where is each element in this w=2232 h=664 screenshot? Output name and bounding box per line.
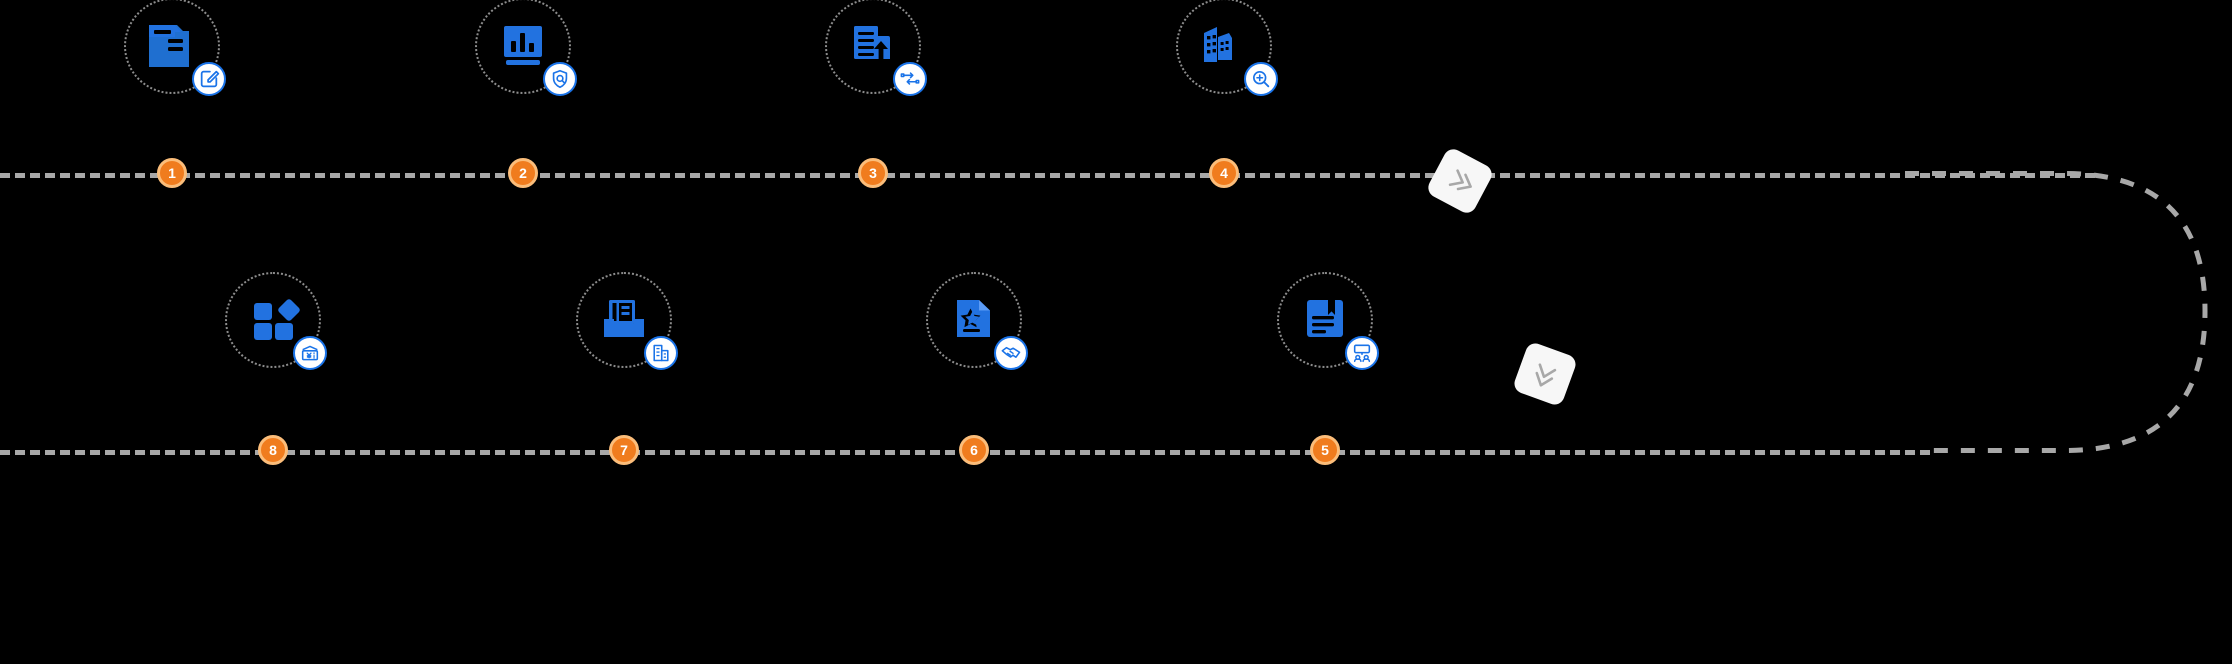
step-marker-1[interactable]: 1 xyxy=(157,158,187,188)
step-node-1[interactable] xyxy=(124,0,226,96)
folder-document-icon xyxy=(141,15,203,77)
document-upload-icon xyxy=(842,15,904,77)
step-node-6[interactable] xyxy=(926,272,1028,370)
timeline-rail-curve xyxy=(1905,171,2208,453)
node-dotted-ring xyxy=(475,0,571,94)
step-node-5[interactable] xyxy=(1277,272,1379,370)
step-marker-6[interactable]: 6 xyxy=(959,435,989,465)
node-dotted-ring xyxy=(1176,0,1272,94)
double-chevron-right-icon xyxy=(1440,161,1481,202)
bookmarked-contract-icon xyxy=(1294,289,1356,351)
magnifier-plus-icon[interactable] xyxy=(1244,62,1278,96)
direction-marker-return xyxy=(1511,340,1579,408)
node-dotted-ring xyxy=(576,272,672,368)
modules-grid-diamond-icon xyxy=(242,289,304,351)
office-building-icon[interactable] xyxy=(644,336,678,370)
bar-chart-report-icon xyxy=(492,15,554,77)
step-node-4[interactable] xyxy=(1176,0,1278,96)
star-certificate-icon xyxy=(943,289,1005,351)
step-node-8[interactable] xyxy=(225,272,327,370)
city-buildings-icon xyxy=(1193,15,1255,77)
timeline-rail-top xyxy=(0,173,2095,178)
step-marker-2[interactable]: 2 xyxy=(508,158,538,188)
exchange-arrows-icon[interactable] xyxy=(893,62,927,96)
step-marker-8[interactable]: 8 xyxy=(258,435,288,465)
node-dotted-ring xyxy=(124,0,220,94)
node-dotted-ring xyxy=(225,272,321,368)
node-dotted-ring xyxy=(825,0,921,94)
node-dotted-ring xyxy=(926,272,1022,368)
node-dotted-ring xyxy=(1277,272,1373,368)
edit-pencil-square-icon[interactable] xyxy=(192,62,226,96)
step-marker-5[interactable]: 5 xyxy=(1310,435,1340,465)
handshake-icon[interactable] xyxy=(994,336,1028,370)
yen-banknote-icon[interactable] xyxy=(293,336,327,370)
step-marker-4[interactable]: 4 xyxy=(1209,158,1239,188)
shield-search-icon[interactable] xyxy=(543,62,577,96)
double-chevron-down-icon xyxy=(1526,355,1564,393)
meeting-presentation-icon[interactable] xyxy=(1345,336,1379,370)
step-node-7[interactable] xyxy=(576,272,678,370)
step-node-2[interactable] xyxy=(475,0,577,96)
step-marker-3[interactable]: 3 xyxy=(858,158,888,188)
direction-marker-forward xyxy=(1424,145,1496,217)
step-node-3[interactable] xyxy=(825,0,927,96)
document-tray-archive-icon xyxy=(593,289,655,351)
step-marker-7[interactable]: 7 xyxy=(609,435,639,465)
